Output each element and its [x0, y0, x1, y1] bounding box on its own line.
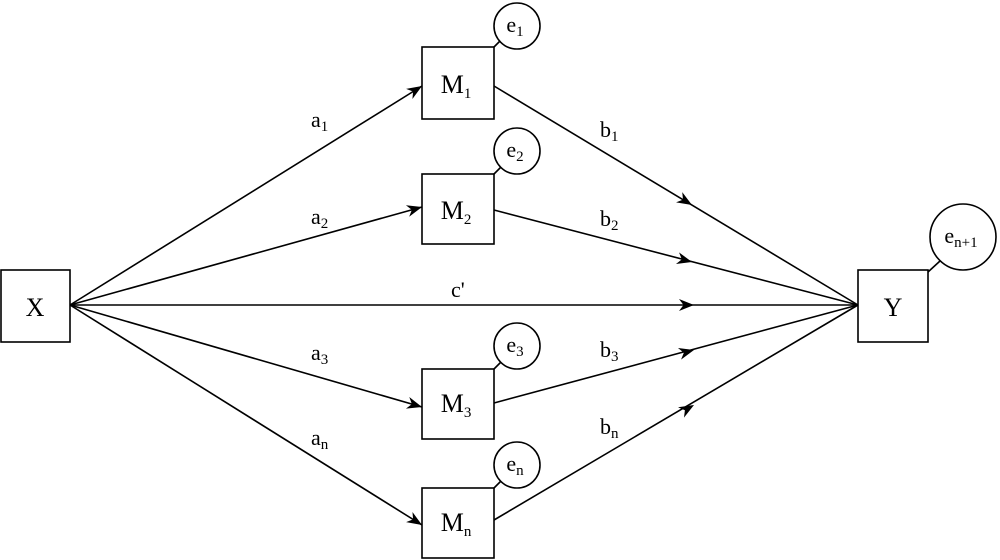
- arrowhead-a2: [405, 205, 422, 217]
- node-m3-label: M3: [441, 389, 472, 421]
- error-circle-ey: [929, 203, 997, 271]
- node-m3-box: [421, 368, 495, 440]
- error-circle-e3: [493, 322, 541, 370]
- path-label-b1: b1: [600, 117, 619, 145]
- arrowhead-b2: [675, 252, 692, 264]
- path-label-c: c': [451, 277, 465, 302]
- error-link-y: [927, 260, 941, 273]
- node-y-label: Y: [884, 293, 903, 322]
- path-line-bn: [493, 304, 859, 521]
- path-label-bn: bn: [600, 414, 619, 442]
- node-y-box: [857, 269, 929, 343]
- arrowhead-c: [679, 299, 694, 311]
- arrowhead-b1: [676, 192, 692, 205]
- error-label-ey: en+1: [944, 223, 977, 251]
- path-line-a3: [69, 304, 423, 408]
- path-line-a1: [69, 85, 423, 306]
- node-m1-box: [421, 46, 495, 120]
- node-mn-label: Mn: [441, 508, 472, 540]
- path-line-b1: [493, 85, 859, 306]
- path-line-a2: [69, 206, 423, 306]
- path-label-b2: b2: [600, 206, 619, 234]
- path-line-b2: [493, 209, 859, 306]
- node-m1-label: M1: [441, 70, 472, 102]
- path-label-an: an: [311, 425, 329, 453]
- path-label-b3: b3: [600, 337, 619, 365]
- error-circle-en: [493, 441, 541, 489]
- arrowheads: [405, 86, 694, 525]
- error-label-e3: e3: [506, 332, 523, 360]
- arrowhead-a3: [405, 397, 422, 409]
- arrowhead-b3: [677, 348, 694, 360]
- error-circle-e2: [493, 127, 541, 175]
- node-mn-box: [421, 487, 495, 559]
- path-label-a1: a1: [311, 107, 328, 135]
- error-label-e1: e1: [506, 12, 523, 40]
- node-x-label: X: [26, 293, 45, 322]
- path-line-an: [69, 304, 423, 526]
- node-x-box: [0, 269, 71, 343]
- path-label-a3: a3: [311, 340, 328, 368]
- arrowhead-bn: [678, 405, 694, 418]
- arrowhead-a1: [406, 86, 422, 100]
- error-label-en: en: [506, 451, 524, 479]
- node-m2-box: [421, 173, 495, 245]
- error-circle-e1: [493, 2, 541, 50]
- arrowhead-an: [406, 511, 422, 525]
- path-label-a2: a2: [311, 204, 328, 232]
- error-label-e2: e2: [506, 137, 523, 165]
- path-line-b3: [493, 304, 859, 404]
- node-m2-label: M2: [441, 196, 472, 228]
